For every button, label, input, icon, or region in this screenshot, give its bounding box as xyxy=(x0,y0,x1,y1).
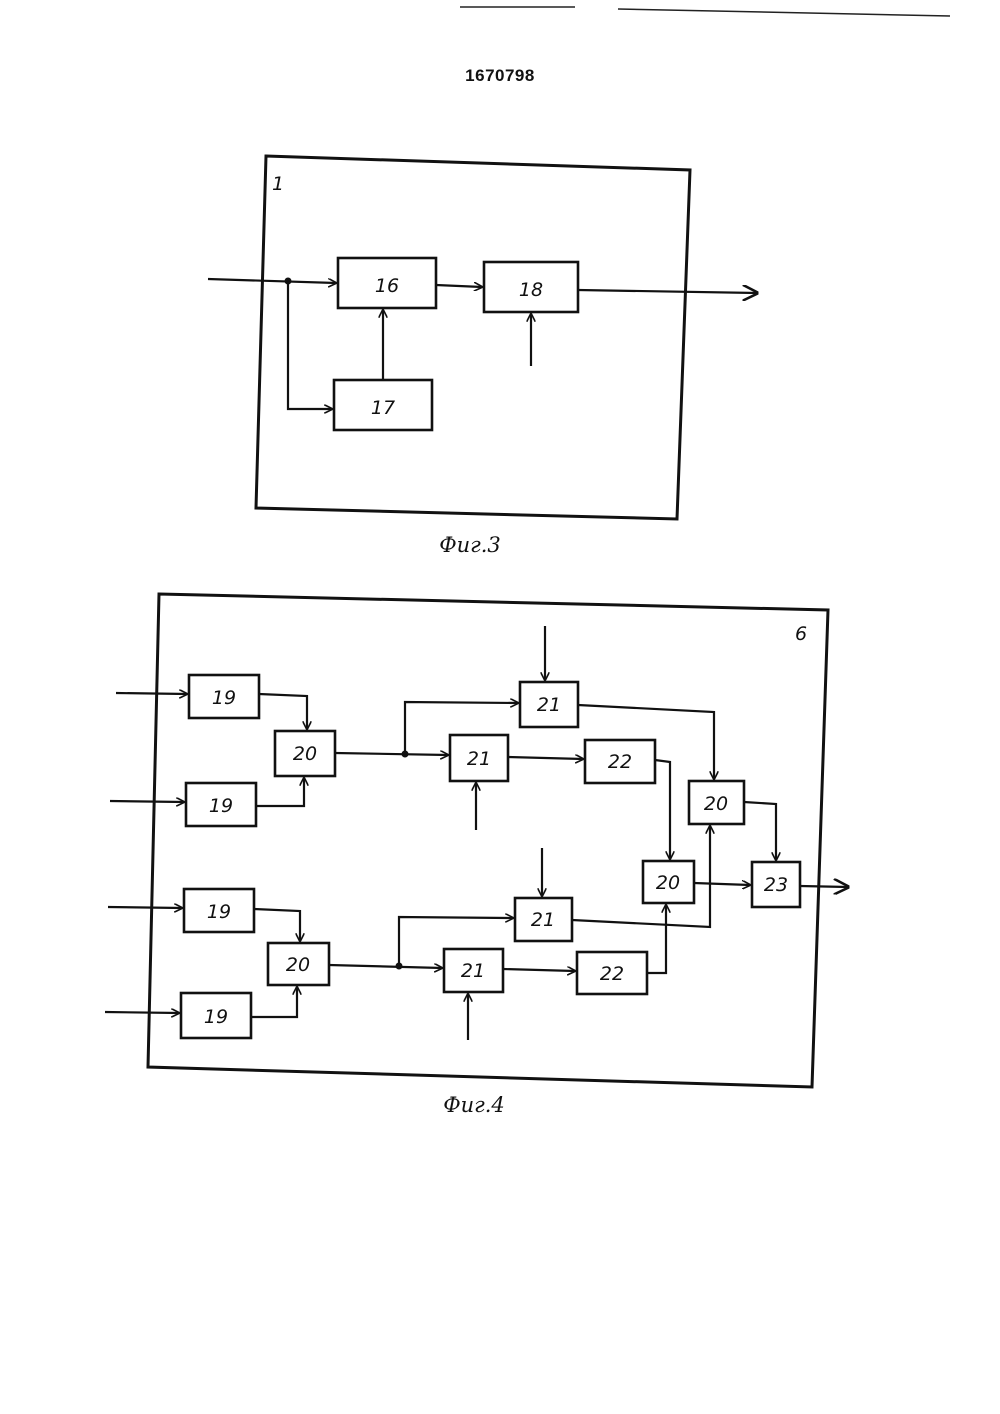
block-21-a-label: 21 xyxy=(537,694,561,716)
block-20-d-label: 20 xyxy=(656,872,680,894)
block-21-d-label: 21 xyxy=(461,960,485,982)
fig3-connections xyxy=(208,278,757,410)
block-18-label: 18 xyxy=(519,279,543,301)
fig4-frame-label: 6 xyxy=(795,623,807,645)
fig3-frame-label: 1 xyxy=(272,173,284,195)
block-19-c-label: 19 xyxy=(207,901,231,923)
block-19-b-label: 19 xyxy=(209,795,233,817)
block-21-b-label: 21 xyxy=(467,748,491,770)
block-16-label: 16 xyxy=(375,275,399,297)
fig3-caption: Фиг.3 xyxy=(439,533,501,557)
block-22-a-label: 22 xyxy=(608,751,632,773)
block-19-a-label: 19 xyxy=(212,687,236,709)
fig4-caption: Фиг.4 xyxy=(443,1093,505,1117)
block-23-label: 23 xyxy=(764,874,788,896)
block-22-b-label: 22 xyxy=(600,963,624,985)
block-20-c-label: 20 xyxy=(704,793,728,815)
block-20-a-label: 20 xyxy=(293,743,317,765)
figure-4: 6 19 19 19 19 20 20 20 20 21 21 21 21 xyxy=(105,594,848,1117)
scan-lines xyxy=(460,7,950,16)
fig3-frame xyxy=(256,156,690,519)
block-21-c-label: 21 xyxy=(531,909,555,931)
block-17-label: 17 xyxy=(371,397,395,419)
block-20-b-label: 20 xyxy=(286,954,310,976)
block-19-d-label: 19 xyxy=(204,1006,228,1028)
figure-3: 1 16 17 18 Фиг.3 xyxy=(208,156,757,557)
